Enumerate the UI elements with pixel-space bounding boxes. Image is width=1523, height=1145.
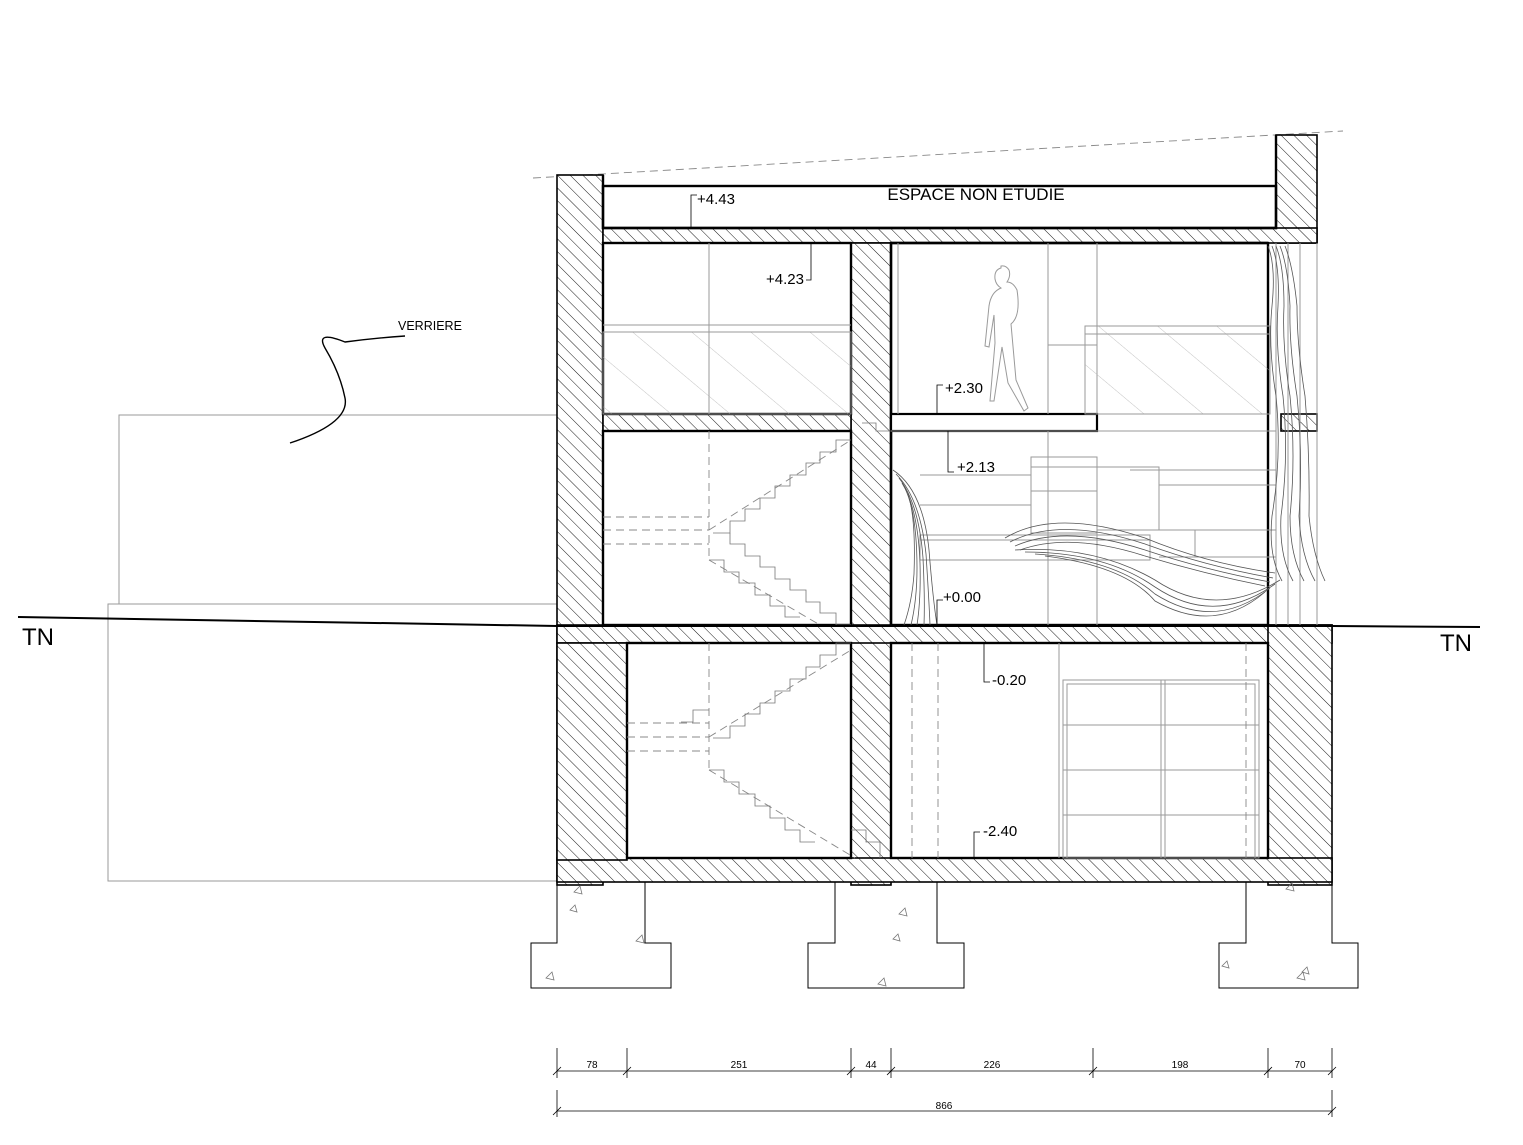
verriere-leader xyxy=(289,335,406,444)
level-label: +2.30 xyxy=(945,380,983,397)
dimension-label: 70 xyxy=(1294,1060,1306,1071)
basement-storage xyxy=(911,643,1260,859)
dimension-total: 866 xyxy=(936,1101,953,1112)
concrete-structure xyxy=(556,134,1333,886)
dimension-label: 198 xyxy=(1172,1060,1189,1071)
rooms xyxy=(601,135,1278,860)
footings xyxy=(530,882,1359,989)
level-label: +0.00 xyxy=(943,589,981,606)
upper-right-room-details xyxy=(891,243,1276,432)
staircase-lower xyxy=(627,642,881,859)
tn-label-left: TN xyxy=(22,624,54,651)
dimension-label: 44 xyxy=(865,1060,877,1071)
living-room-details xyxy=(892,245,1326,626)
staircase-upper xyxy=(603,422,891,626)
roof-line xyxy=(532,130,1344,179)
level-label: -2.40 xyxy=(983,823,1017,840)
level-label: +2.13 xyxy=(957,459,995,476)
dimension-lines xyxy=(552,1048,1337,1117)
verriere-annex xyxy=(107,414,558,882)
person-figure xyxy=(984,265,1029,412)
upper-left-room-details xyxy=(602,243,852,415)
natural-ground-line xyxy=(17,616,1481,628)
dimension-label: 78 xyxy=(586,1060,598,1071)
level-label: -0.20 xyxy=(992,672,1026,689)
verriere-label: VERRIERE xyxy=(398,319,462,333)
level-label: +4.43 xyxy=(697,191,735,208)
level-label: +4.23 xyxy=(766,271,804,288)
unstudied-space-label: ESPACE NON ETUDIE xyxy=(887,185,1064,204)
tn-label-right: TN xyxy=(1440,630,1472,657)
mezzanine-slab xyxy=(889,412,1099,433)
dimension-label: 251 xyxy=(731,1060,748,1071)
level-leaders xyxy=(690,194,990,858)
dimension-label: 226 xyxy=(984,1060,1001,1071)
